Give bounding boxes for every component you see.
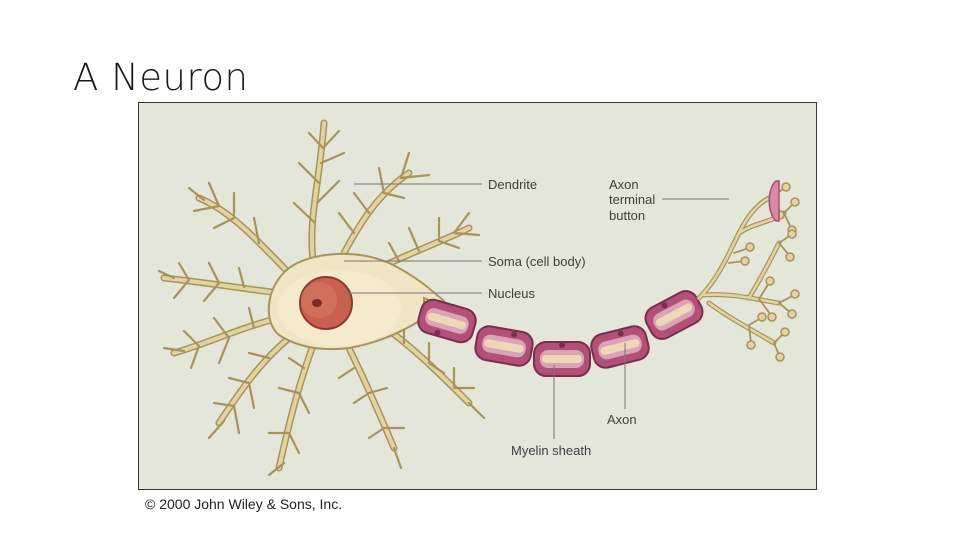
slide-title: A Neuron	[73, 56, 248, 100]
label-soma: Soma (cell body)	[488, 254, 586, 269]
nucleolus	[312, 299, 322, 307]
label-axon-terminal-3: button	[609, 208, 645, 223]
target-cell-membrane	[769, 181, 779, 221]
neuron-illustration: Dendrite Soma (cell body) Nucleus Axon t…	[139, 103, 816, 489]
neuron-diagram: Dendrite Soma (cell body) Nucleus Axon t…	[138, 102, 817, 490]
label-axon: Axon	[607, 412, 637, 427]
label-nucleus: Nucleus	[488, 286, 535, 301]
myelin-sheath-segments	[415, 287, 706, 376]
copyright-notice: © 2000 John Wiley & Sons, Inc.	[145, 496, 342, 512]
label-axon-terminal-2: terminal	[609, 192, 655, 207]
label-axon-terminal-1: Axon	[609, 177, 639, 192]
label-dendrite: Dendrite	[488, 177, 537, 192]
label-myelin-sheath: Myelin sheath	[511, 443, 591, 458]
